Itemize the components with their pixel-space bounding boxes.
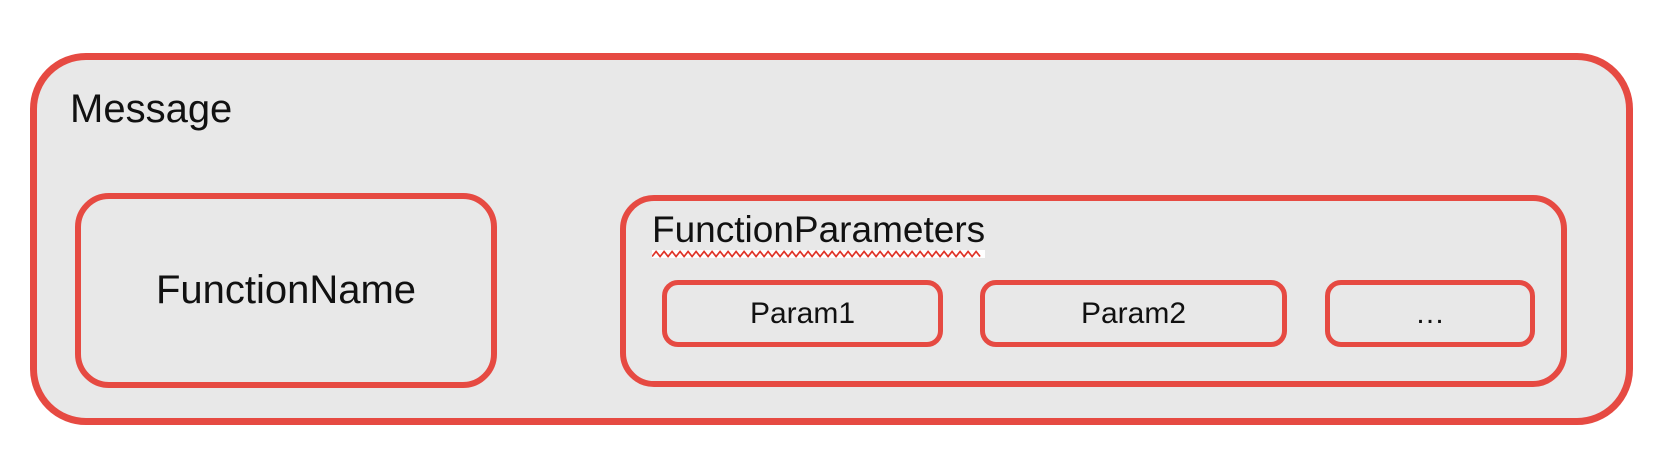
message-box: Message FunctionName FunctionParameters … (30, 53, 1633, 425)
param1-label: Param1 (749, 296, 856, 330)
function-parameters-label-text: FunctionParameters (652, 209, 986, 250)
param1-box: Param1 (662, 280, 943, 347)
param-ellipsis-box: … (1325, 280, 1535, 347)
message-label: Message (70, 87, 233, 131)
function-name-label: FunctionName (155, 268, 417, 312)
param-ellipsis-label: … (1415, 296, 1445, 330)
function-name-box: FunctionName (75, 193, 497, 388)
param2-label: Param2 (1080, 296, 1187, 330)
spellcheck-squiggle-underline (652, 250, 986, 258)
function-parameters-box: FunctionParameters Param1 Param2 … (620, 195, 1567, 387)
param2-box: Param2 (980, 280, 1287, 347)
function-parameters-label: FunctionParameters (652, 209, 986, 258)
